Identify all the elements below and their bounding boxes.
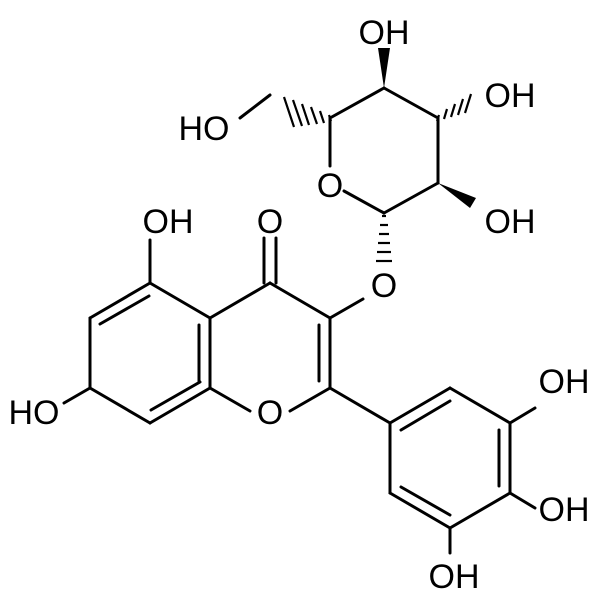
bond-sugar-c4-c3 [382, 86, 440, 120]
bond-c2-c1p [328, 386, 392, 425]
bond-c6-oh [238, 93, 272, 120]
label-oh-c3-sugar: OH [485, 77, 536, 115]
bond-c5-c6 [88, 281, 152, 320]
label-oh-c4-sugar: OH [359, 14, 410, 52]
bond-c4-c3 [268, 281, 332, 320]
bond-c4a-c5 [148, 281, 212, 320]
bond-c6-c5-double [98, 294, 151, 326]
label-glycosidic-o: O [371, 267, 397, 305]
hash-wedge-c3-oh [435, 93, 473, 122]
hash-wedge-c5-c6 [282, 96, 333, 128]
bond-c3-glyco-o [328, 297, 365, 320]
bond-sugar-c1-o [342, 189, 386, 215]
label-ho-c6-sugar: HO [179, 110, 230, 148]
label-oh-c5p: OH [429, 558, 480, 596]
bond-c7-c8 [88, 386, 152, 425]
bond-c8-c8a [148, 386, 212, 425]
label-oh-c4p: OH [539, 491, 590, 529]
bond-c2p-c3p [448, 386, 512, 425]
bond-c7-oh [62, 386, 92, 405]
bold-wedge-c2-oh [438, 183, 476, 208]
bond-c5p-c6p [388, 491, 452, 530]
bond-c1p-c2p [388, 386, 452, 425]
bond-c4p-oh [508, 491, 537, 510]
label-oh-c2-sugar: OH [485, 203, 536, 241]
label-oh-c3p: OH [539, 363, 590, 401]
bond-c3p-oh [508, 406, 537, 425]
sugar-ring [238, 86, 440, 215]
bond-c4p-c5p [448, 491, 512, 530]
bond-sugar-c5-c4 [328, 86, 386, 120]
label-ho-c7: HO [9, 394, 60, 432]
bond-c5p-c6p-double [399, 485, 452, 517]
label-ring-o-sugar: O [317, 167, 343, 205]
bond-o1-c8a [208, 386, 252, 413]
chromone-core [62, 236, 365, 425]
bond-c8-c8a-double [149, 380, 202, 412]
label-ring-o-chromone: O [257, 394, 283, 432]
bold-wedge-c4-oh [378, 48, 390, 88]
bond-c2p-c1p-double [399, 399, 452, 432]
hash-wedge-c1-o [376, 214, 392, 263]
bond-sugar-c2-c1 [382, 181, 440, 215]
label-oh-c5: OH [143, 203, 194, 241]
b-ring [328, 386, 537, 555]
bond-c2-o1 [288, 386, 332, 413]
label-ketone-o: O [257, 203, 283, 241]
bond-c4a-c4 [208, 281, 272, 320]
